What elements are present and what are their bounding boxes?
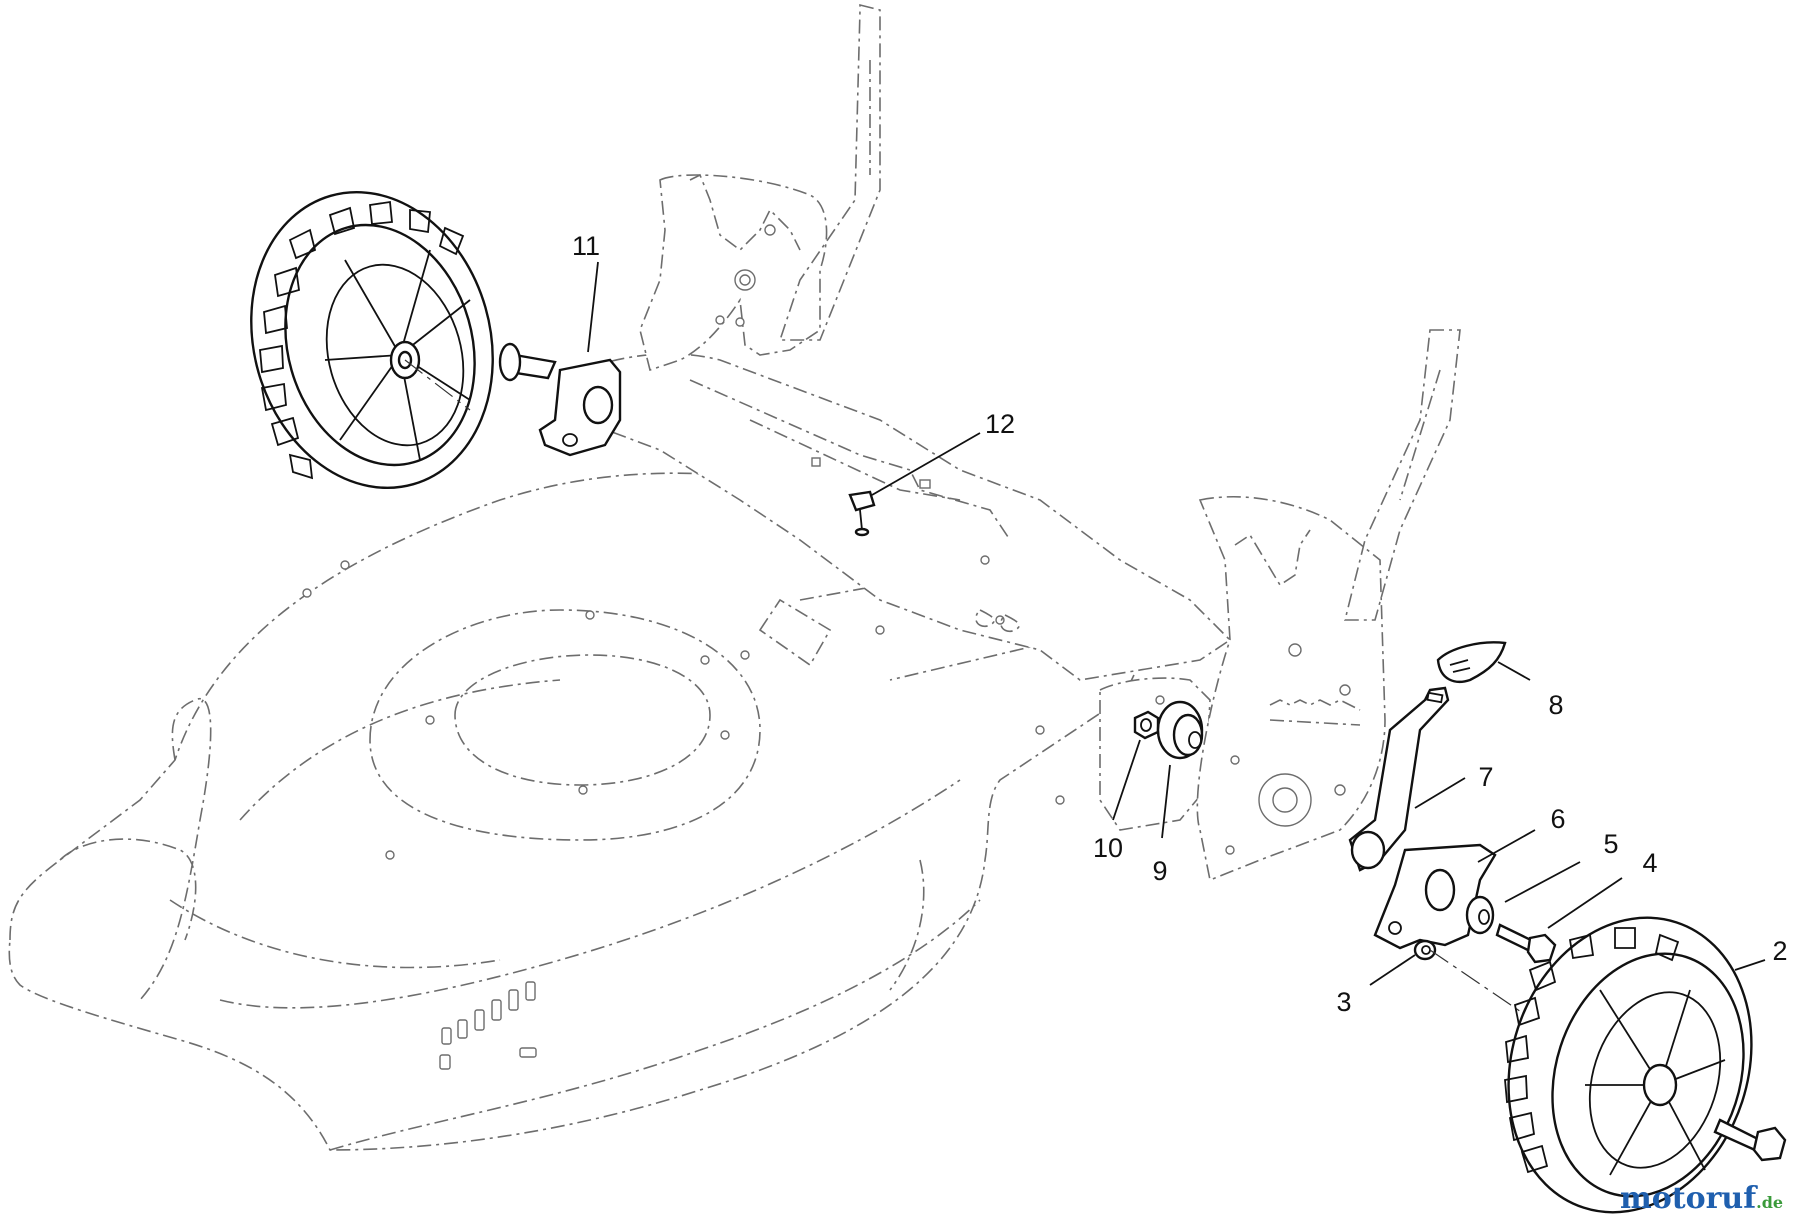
leader-6 [1477, 829, 1536, 863]
leader-11 [587, 261, 599, 353]
watermark-suffix: .de [1756, 1193, 1783, 1212]
callout-9: 9 [1152, 856, 1167, 886]
callout-2: 2 [1772, 936, 1787, 966]
left-wheel [250, 190, 494, 490]
leader-12 [871, 432, 981, 496]
callout-labels: 11 12 8 7 6 5 4 2 10 9 3 [572, 231, 1788, 1017]
leader-3 [1369, 954, 1416, 986]
mower-deck [8, 472, 1146, 1151]
callout-5: 5 [1603, 829, 1618, 859]
right-axle-bolt [1713, 1118, 1787, 1162]
part-7-lever [1348, 686, 1450, 872]
part-3-washer [1413, 939, 1437, 961]
part-9-bushing [1156, 700, 1204, 760]
watermark-brand: motoruf [1620, 1181, 1758, 1216]
right-wheel-tread [1504, 927, 1680, 1174]
part-11-plate [498, 342, 622, 457]
callout-10: 10 [1093, 833, 1123, 863]
leader-5 [1504, 861, 1581, 903]
part-2-wheel [1504, 916, 1753, 1214]
callout-6: 6 [1550, 804, 1565, 834]
callout-12: 12 [985, 409, 1015, 439]
leader-7 [1414, 777, 1466, 809]
leader-lines [587, 261, 1766, 986]
leader-4 [1547, 877, 1623, 929]
callout-11: 11 [572, 231, 600, 261]
callout-4: 4 [1642, 848, 1657, 878]
deck-holes [302, 560, 1010, 860]
part-12-bolt [848, 490, 876, 537]
deck-vent-slots [439, 981, 537, 1070]
right-axle-centerline [1429, 949, 1681, 1121]
part-10-nut [1133, 710, 1160, 740]
part-8-cap [1436, 641, 1507, 683]
left-axle-centerline [404, 359, 471, 411]
left-wheel-tread [259, 200, 465, 480]
watermark-logo: motoruf.de [1620, 1181, 1783, 1216]
callout-8: 8 [1548, 690, 1563, 720]
part-5-washer [1465, 895, 1495, 935]
handle-bracket-right [1196, 329, 1461, 882]
leader-10 [1112, 739, 1141, 821]
svg-text:motoruf.de: motoruf.de [1620, 1181, 1783, 1216]
leader-8 [1497, 661, 1531, 681]
leader-2 [1734, 959, 1766, 971]
callout-7: 7 [1478, 762, 1493, 792]
handle-bracket-left [639, 3, 881, 372]
leader-9 [1161, 764, 1171, 839]
part-4-bolt [1495, 923, 1557, 964]
callout-3: 3 [1336, 987, 1351, 1017]
